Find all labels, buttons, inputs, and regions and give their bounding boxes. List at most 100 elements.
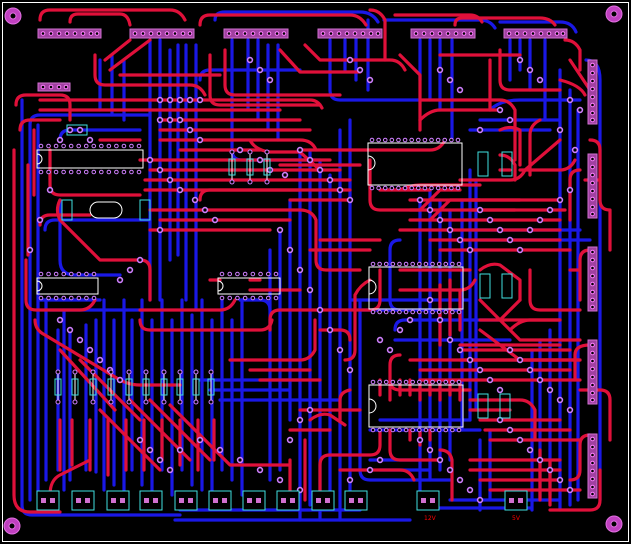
via	[386, 346, 394, 354]
ic-pin	[53, 295, 59, 301]
mount-hole-icon	[605, 515, 623, 533]
ic-pin	[403, 379, 409, 385]
via	[526, 66, 534, 74]
ic-pin	[38, 143, 44, 149]
ic-pin	[423, 427, 429, 433]
via	[246, 56, 254, 64]
header-j6	[503, 28, 568, 39]
via	[466, 246, 474, 254]
via	[286, 436, 294, 444]
ic-u2	[36, 277, 99, 295]
ic-pin	[443, 309, 449, 315]
ic-pin	[422, 185, 428, 191]
ic-notch-icon	[36, 280, 43, 292]
ic-pin	[273, 295, 279, 301]
ic-u6	[368, 384, 464, 428]
ic-u5	[368, 266, 464, 310]
terminal-block	[416, 490, 440, 511]
via	[156, 96, 164, 104]
via	[446, 226, 454, 234]
via	[306, 286, 314, 294]
via	[256, 466, 264, 474]
ic-pin	[114, 169, 119, 175]
header-j7	[37, 82, 71, 92]
ic-pin	[129, 143, 134, 149]
ic-pin	[370, 379, 376, 385]
via	[166, 176, 174, 184]
via	[296, 416, 304, 424]
via	[336, 186, 344, 194]
via	[516, 56, 524, 64]
ic-pin	[377, 309, 382, 315]
via	[366, 76, 374, 84]
via	[116, 276, 124, 284]
via	[186, 96, 194, 104]
via	[176, 186, 184, 194]
ic-pin	[436, 379, 442, 385]
via	[566, 186, 574, 194]
via	[196, 136, 204, 144]
ic-packages	[36, 142, 464, 428]
via	[456, 236, 464, 244]
ic-pin	[106, 169, 112, 175]
ic-pin	[389, 185, 395, 191]
ic-pins	[38, 137, 462, 433]
via	[346, 56, 354, 64]
ic-pin	[450, 309, 455, 315]
ic-pin	[219, 295, 225, 301]
ic-pin	[390, 309, 396, 315]
via	[116, 376, 124, 384]
via	[506, 236, 514, 244]
ic-pin	[46, 143, 51, 149]
via	[466, 356, 474, 364]
ic-pin	[61, 169, 66, 175]
small-components	[61, 124, 513, 419]
cap-c1	[66, 124, 88, 136]
ic-pin	[382, 185, 388, 191]
via	[186, 126, 194, 134]
ic-pin	[443, 427, 449, 433]
via	[306, 156, 314, 164]
ic-pin	[436, 261, 442, 267]
via	[566, 486, 574, 494]
via	[166, 116, 174, 124]
via	[281, 171, 289, 179]
terminal-block	[276, 490, 300, 511]
ic-pin	[377, 379, 382, 385]
ic-pin	[397, 309, 402, 315]
ic-u1	[36, 149, 144, 169]
via	[256, 66, 264, 74]
ic-pin	[443, 379, 449, 385]
via	[536, 216, 544, 224]
via	[486, 216, 494, 224]
ic-pin	[76, 271, 82, 277]
via	[516, 436, 524, 444]
mount-hole-icon	[4, 7, 22, 25]
header-j5	[410, 28, 476, 39]
side-header-5	[587, 433, 598, 499]
via	[146, 446, 154, 454]
ic-pin	[410, 309, 415, 315]
ic-pin	[377, 427, 382, 433]
ic-pin	[91, 143, 97, 149]
resistor	[54, 369, 62, 405]
via	[276, 476, 284, 484]
resistor	[192, 369, 200, 405]
via	[191, 196, 199, 204]
ic-pin	[235, 271, 240, 277]
ic-pin	[383, 309, 389, 315]
ic-notch-icon	[368, 279, 377, 295]
terminal-block	[504, 490, 528, 511]
cap-c4	[477, 151, 513, 177]
ic-pin	[38, 295, 44, 301]
ic-pin	[91, 169, 97, 175]
header-connectors	[37, 28, 568, 92]
via	[46, 186, 54, 194]
ic-pin	[46, 271, 51, 277]
terminal-block	[311, 490, 335, 511]
via	[416, 196, 424, 204]
ic-pin	[455, 137, 461, 143]
ic-pin	[370, 261, 376, 267]
